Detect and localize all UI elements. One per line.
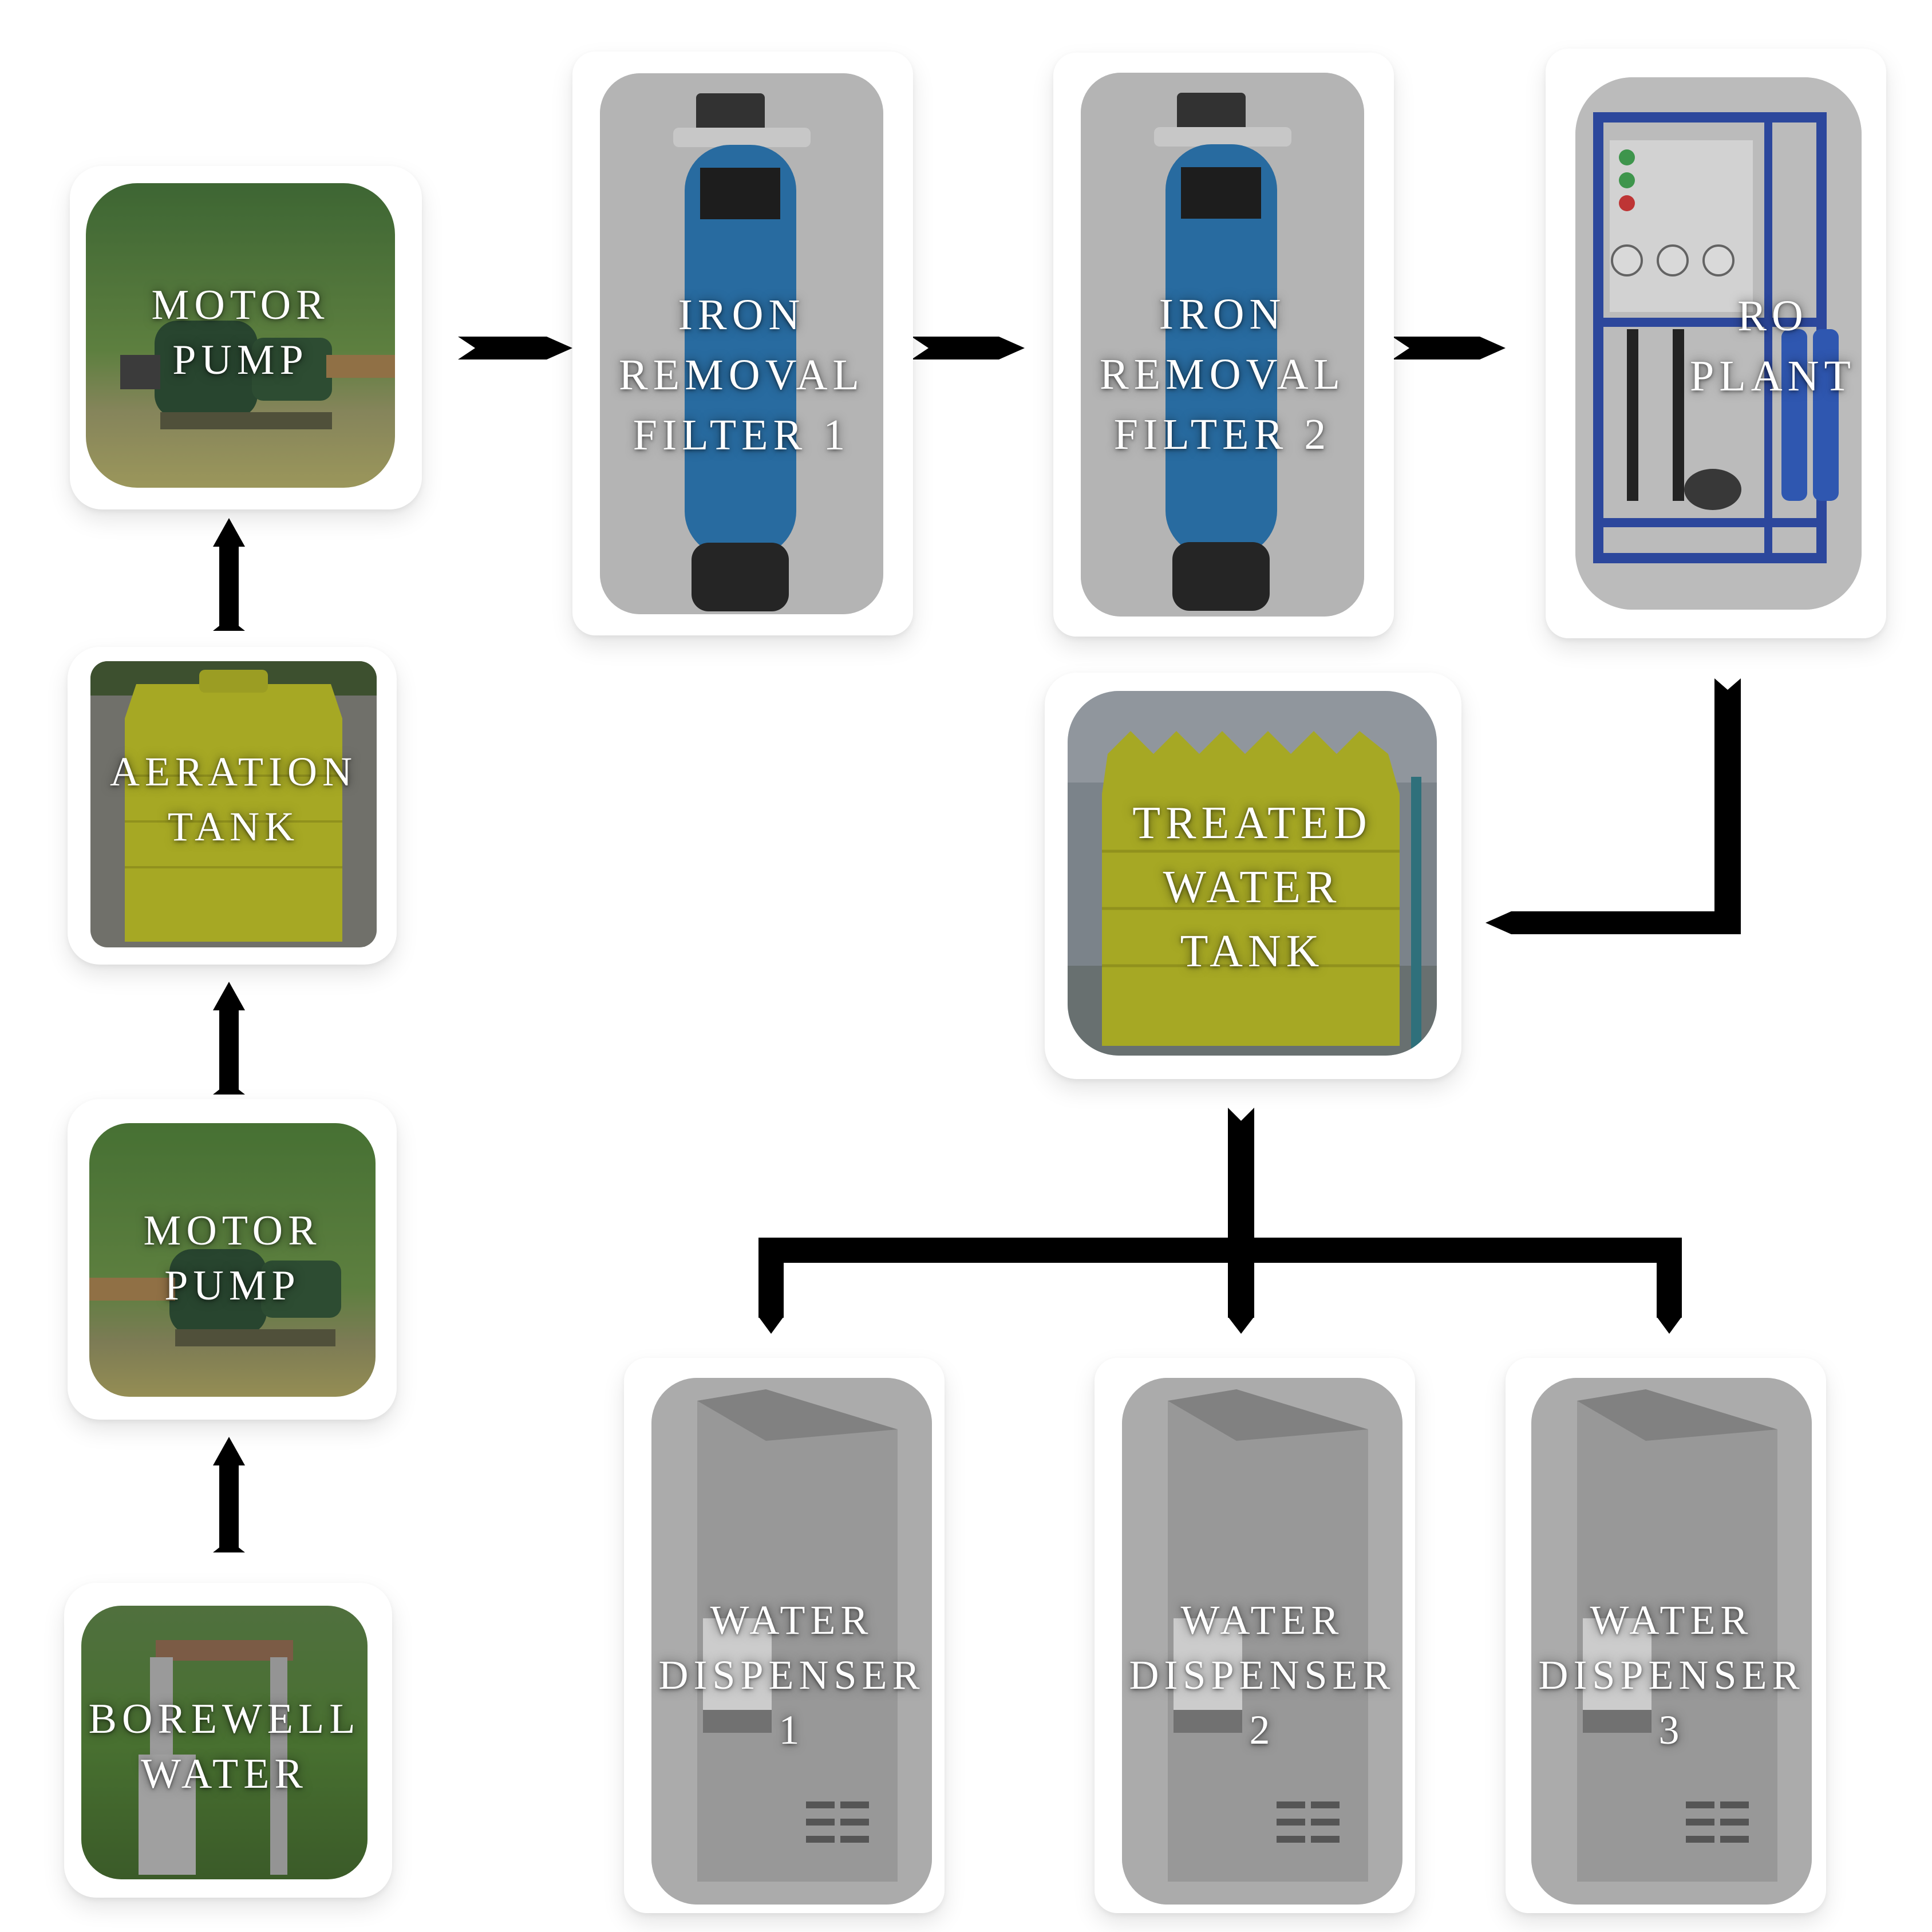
ro-plant-line2: PLANT <box>1690 352 1856 400</box>
treated-tank-photo: TREATED WATER TANK <box>1068 691 1437 1056</box>
aeration-tank-card[interactable]: AERATION TANK <box>68 647 397 965</box>
motor-pump-top-card[interactable]: MOTOR PUMP <box>70 166 422 509</box>
motor-pump-bottom-line1: MOTOR <box>143 1207 322 1254</box>
dispenser-1-line3: 1 <box>779 1707 805 1753</box>
dispenser-2-line1: WATER <box>1180 1597 1344 1643</box>
dispenser-1-photo: WATER DISPENSER 1 <box>651 1378 932 1905</box>
dispenser-3-photo: WATER DISPENSER 3 <box>1531 1378 1812 1905</box>
treated-tank-line1: TREATED <box>1132 798 1372 848</box>
borewell-icon <box>81 1606 368 1879</box>
motor-pump-icon <box>86 183 395 488</box>
dispenser-2-line3: 2 <box>1249 1707 1275 1753</box>
water-filter-icon <box>1081 73 1364 617</box>
arrow-pump-to-filter-1 <box>458 337 572 359</box>
water-dispenser-icon <box>1531 1378 1812 1905</box>
aeration-tank-icon <box>90 661 377 947</box>
aeration-tank-line2: TANK <box>167 804 300 850</box>
borewell-photo: BOREWELL WATER <box>81 1606 368 1879</box>
iron-filter-1-line1: IRON <box>678 291 805 339</box>
dispenser-1-line1: WATER <box>710 1597 874 1643</box>
dispenser-1-line2: DISPENSER <box>658 1652 925 1698</box>
treated-tank-line3: TANK <box>1180 926 1325 977</box>
motor-pump-top-line1: MOTOR <box>151 282 330 329</box>
water-filter-icon <box>600 73 883 614</box>
iron-filter-1-line3: FILTER 1 <box>633 411 851 459</box>
aeration-tank-photo: AERATION TANK <box>90 661 377 947</box>
motor-pump-icon <box>89 1123 376 1397</box>
dispenser-3-line2: DISPENSER <box>1538 1652 1805 1698</box>
iron-filter-1-photo: IRON REMOVAL FILTER 1 <box>600 73 883 614</box>
dispenser-2-line2: DISPENSER <box>1129 1652 1396 1698</box>
water-dispenser-icon <box>1122 1378 1402 1905</box>
arrow-tank-to-dispensers <box>758 1108 1682 1334</box>
ro-plant-photo: RO PLANT <box>1575 77 1862 610</box>
iron-filter-2-card[interactable]: IRON REMOVAL FILTER 2 <box>1053 53 1394 637</box>
borewell-line1: BOREWELL <box>88 1696 361 1743</box>
arrow-ro-to-treated-tank <box>1485 678 1741 934</box>
dispenser-3-line3: 3 <box>1658 1707 1685 1753</box>
motor-pump-bottom-line2: PUMP <box>164 1262 301 1309</box>
motor-pump-bottom-photo: MOTOR PUMP <box>89 1123 376 1397</box>
ro-plant-line1: RO <box>1737 292 1808 340</box>
water-dispenser-icon <box>651 1378 932 1905</box>
iron-filter-1-card[interactable]: IRON REMOVAL FILTER 1 <box>572 52 913 635</box>
water-tank-icon <box>1068 691 1437 1056</box>
iron-filter-2-line2: REMOVAL <box>1100 350 1345 398</box>
arrow-pump-to-aeration <box>213 982 245 1095</box>
dispenser-3-card[interactable]: WATER DISPENSER 3 <box>1506 1358 1826 1913</box>
ro-plant-card[interactable]: RO PLANT <box>1546 49 1886 638</box>
dispenser-3-line1: WATER <box>1590 1597 1753 1643</box>
treated-tank-card[interactable]: TREATED WATER TANK <box>1045 673 1461 1079</box>
ro-plant-icon <box>1575 77 1862 610</box>
dispenser-2-card[interactable]: WATER DISPENSER 2 <box>1095 1358 1415 1913</box>
borewell-card[interactable]: BOREWELL WATER <box>64 1583 392 1898</box>
arrow-filter-2-to-ro <box>1392 337 1506 359</box>
iron-filter-2-photo: IRON REMOVAL FILTER 2 <box>1081 73 1364 617</box>
motor-pump-bottom-card[interactable]: MOTOR PUMP <box>68 1099 397 1420</box>
iron-filter-2-line3: FILTER 2 <box>1113 410 1332 459</box>
motor-pump-top-line2: PUMP <box>172 337 309 384</box>
iron-filter-1-line2: REMOVAL <box>619 351 864 399</box>
treated-tank-line2: WATER <box>1163 862 1342 912</box>
iron-filter-2-line1: IRON <box>1159 290 1286 338</box>
dispenser-2-photo: WATER DISPENSER 2 <box>1122 1378 1402 1905</box>
arrow-aeration-to-pump <box>213 518 245 631</box>
borewell-line2: WATER <box>141 1751 308 1797</box>
arrow-filter-1-to-filter-2 <box>911 337 1025 359</box>
dispenser-1-card[interactable]: WATER DISPENSER 1 <box>624 1358 945 1913</box>
arrow-borewell-to-pump <box>213 1437 245 1552</box>
motor-pump-photo: MOTOR PUMP <box>86 183 395 488</box>
aeration-tank-line1: AERATION <box>110 749 357 795</box>
